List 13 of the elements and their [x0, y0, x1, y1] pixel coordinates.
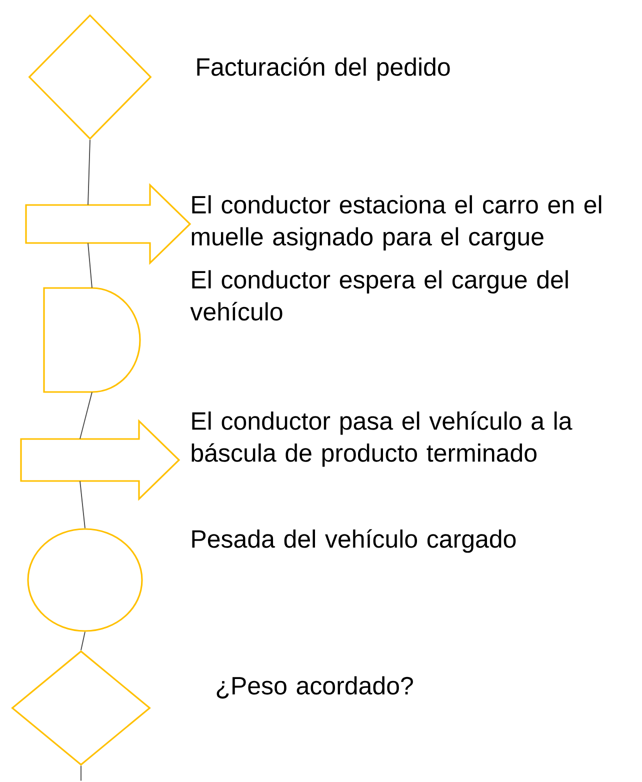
step-label: Facturación del pedido — [197, 57, 450, 81]
step-label: El conductor pasa el vehículo a la báscula de producto terminado — [192, 411, 572, 467]
connector-line — [80, 392, 92, 440]
step-label: ¿Peso acordado? — [216, 676, 413, 699]
delay-shape — [43, 287, 141, 393]
connector-line — [80, 480, 86, 529]
connector-line — [80, 631, 86, 651]
step-label: Pesada del vehículo cargado — [192, 529, 516, 553]
step-label: El conductor espera el cargue del vehículo — [190, 270, 568, 321]
connector-line — [88, 139, 90, 206]
step-label: El conductor estaciona el carro en el muelle asignado para el cargue — [192, 195, 602, 251]
connector-line — [88, 242, 92, 288]
connector-line — [80, 765, 82, 782]
